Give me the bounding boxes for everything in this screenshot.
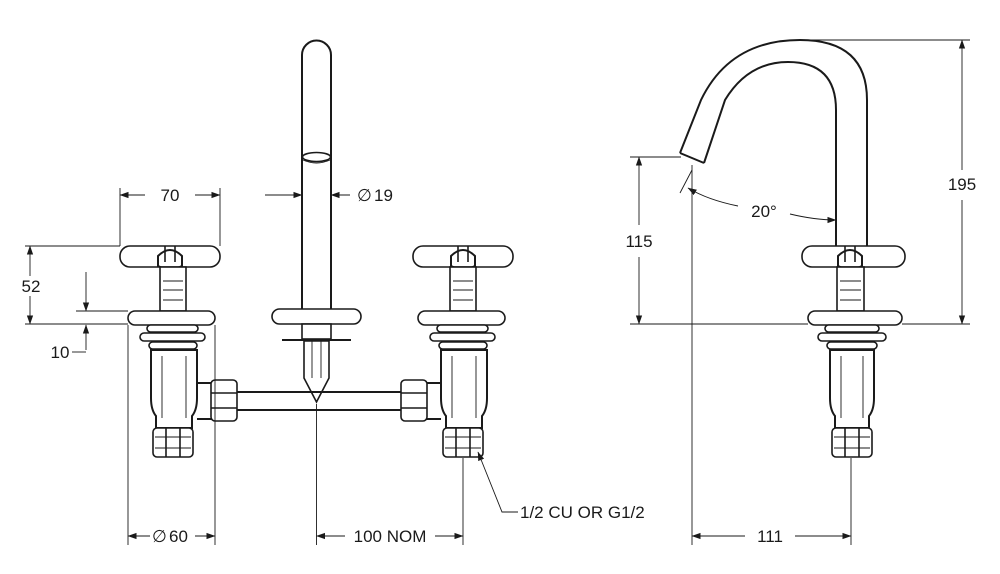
dimension-spout-angle: 20°	[679, 165, 837, 545]
left-valve	[119, 245, 238, 458]
side-dimensions: 115 195 20° 111	[625, 39, 976, 546]
label-overall-height: 195	[948, 175, 976, 194]
center-flange	[271, 308, 362, 404]
right-valve	[400, 245, 514, 458]
connecting-pipe	[237, 391, 405, 411]
diameter-symbol: ∅	[152, 527, 167, 546]
front-view	[119, 39, 514, 458]
dimension-handle-width: 70	[119, 186, 221, 246]
front-dimensions: 70 ∅ 19 52 10 ∅ 60	[22, 186, 645, 546]
diameter-symbol: ∅	[357, 186, 372, 205]
label-handle-height: 52	[22, 277, 41, 296]
label-spout-height: 115	[625, 232, 652, 251]
side-handle	[801, 245, 906, 458]
dimension-connection: 1/2 CU OR G1/2	[477, 451, 645, 522]
label-spout-angle: 20°	[751, 202, 777, 221]
dimension-overall-height: 195	[800, 39, 976, 325]
gooseneck-spout	[679, 38, 868, 246]
label-reach: 111	[757, 527, 783, 546]
dimension-spout-height: 115	[625, 156, 808, 325]
dimension-spout-diameter: ∅ 19	[265, 186, 393, 205]
dimension-body-diameter: ∅ 60	[127, 325, 216, 546]
side-view	[679, 38, 906, 458]
dimension-handle-height: 52	[22, 245, 128, 325]
label-handle-width: 70	[161, 186, 180, 205]
dimension-reach: 111	[691, 458, 852, 546]
label-connection: 1/2 CU OR G1/2	[520, 503, 645, 522]
label-centers: 100 NOM	[354, 527, 427, 546]
dimension-centers: 100 NOM	[316, 404, 464, 546]
label-body-diameter: 60	[169, 527, 188, 546]
dimension-deck-thickness: 10	[51, 272, 128, 362]
label-deck-thickness: 10	[51, 343, 70, 362]
label-spout-diameter: 19	[374, 186, 393, 205]
spout	[301, 39, 332, 310]
